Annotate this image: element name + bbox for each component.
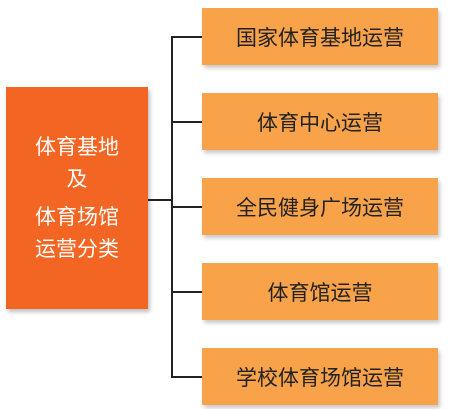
branch-box-3: 全民健身广场运营 (202, 178, 438, 235)
branch-connector-1 (171, 36, 202, 38)
branch-box-4: 体育馆运营 (202, 263, 438, 320)
root-line-4: 运营分类 (35, 237, 119, 261)
branch-connector-4 (171, 291, 202, 293)
root-line-2: 及 (66, 167, 88, 191)
root-line-1: 体育基地 (35, 135, 119, 159)
root-category-box: 体育基地 及 体育场馆 运营分类 (6, 87, 148, 309)
branch-box-1: 国家体育基地运营 (202, 8, 438, 65)
branch-connector-5 (171, 376, 202, 378)
branch-connector-2 (171, 121, 202, 123)
root-line-3: 体育场馆 (35, 205, 119, 229)
branch-box-2: 体育中心运营 (202, 93, 438, 150)
branch-box-5: 学校体育场馆运营 (202, 348, 438, 405)
branch-connector-3 (171, 206, 202, 208)
root-connector (148, 199, 172, 201)
